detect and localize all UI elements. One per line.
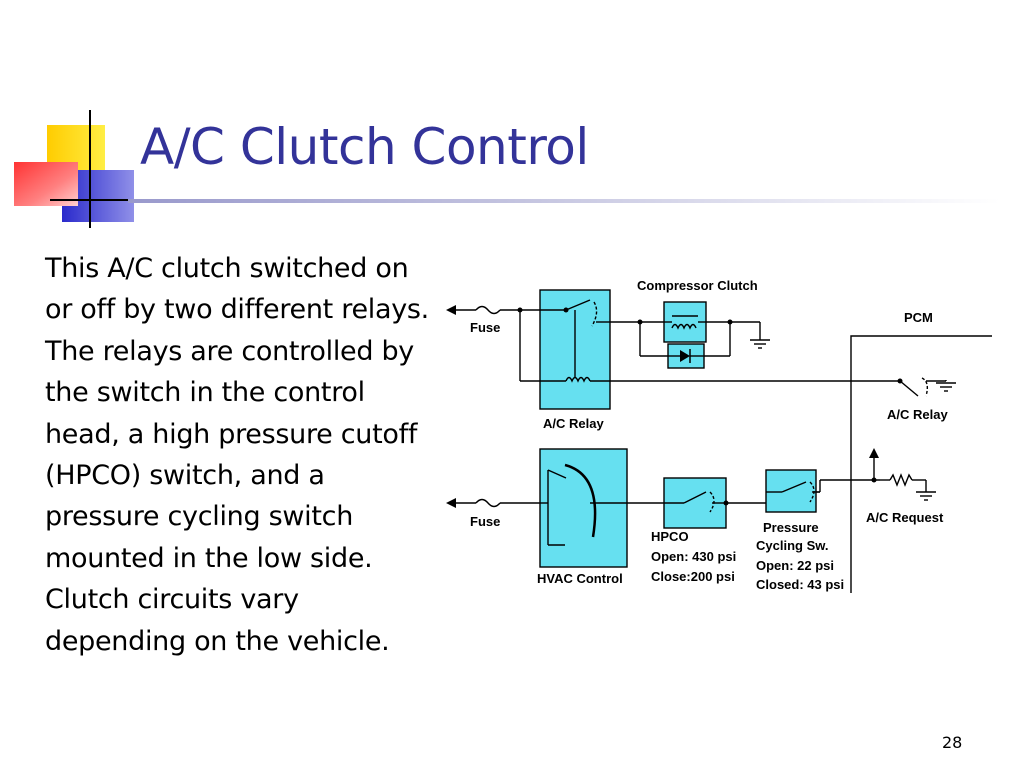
label-pcm: PCM (904, 310, 933, 325)
label-hpco: HPCO (651, 529, 689, 544)
page-number: 28 (942, 733, 963, 752)
label-hvac-control: HVAC Control (537, 571, 623, 586)
label-pcm-ac-relay: A/C Relay (887, 407, 948, 422)
body-text: This A/C clutch switched on or off by tw… (45, 253, 429, 657)
label-pressure-open: Open: 22 psi (756, 558, 834, 573)
label-hpco-close: Close:200 psi (651, 569, 735, 584)
label-pressure-line2: Cycling Sw. (756, 538, 828, 553)
label-fuse-bottom: Fuse (470, 514, 500, 529)
label-hpco-open: Open: 430 psi (651, 549, 736, 564)
label-ac-request: A/C Request (866, 510, 944, 525)
label-pressure-closed: Closed: 43 psi (756, 577, 844, 592)
arrow-up-icon (869, 448, 879, 458)
title-rule (128, 199, 1000, 203)
pressure-cycling-box (765, 469, 817, 513)
title-decoration (14, 110, 138, 228)
pcm-border (850, 335, 992, 593)
slide-title: A/C Clutch Control (140, 118, 589, 176)
arrow-bottom-icon (446, 498, 456, 508)
diode-icon (680, 350, 690, 362)
fuse-top-icon (475, 305, 501, 315)
label-pressure-line1: Pressure (763, 520, 819, 535)
clutch-control-diagram: Compressor Clutch PCM Fuse A/C Relay A/C… (446, 278, 992, 593)
label-fuse-top: Fuse (470, 320, 500, 335)
label-ac-relay: A/C Relay (543, 416, 604, 431)
fuse-bottom-icon (475, 498, 501, 508)
arrow-top-icon (446, 305, 456, 315)
label-compressor-clutch: Compressor Clutch (637, 278, 758, 293)
hvac-control-box (539, 448, 628, 568)
red-square (14, 162, 78, 206)
